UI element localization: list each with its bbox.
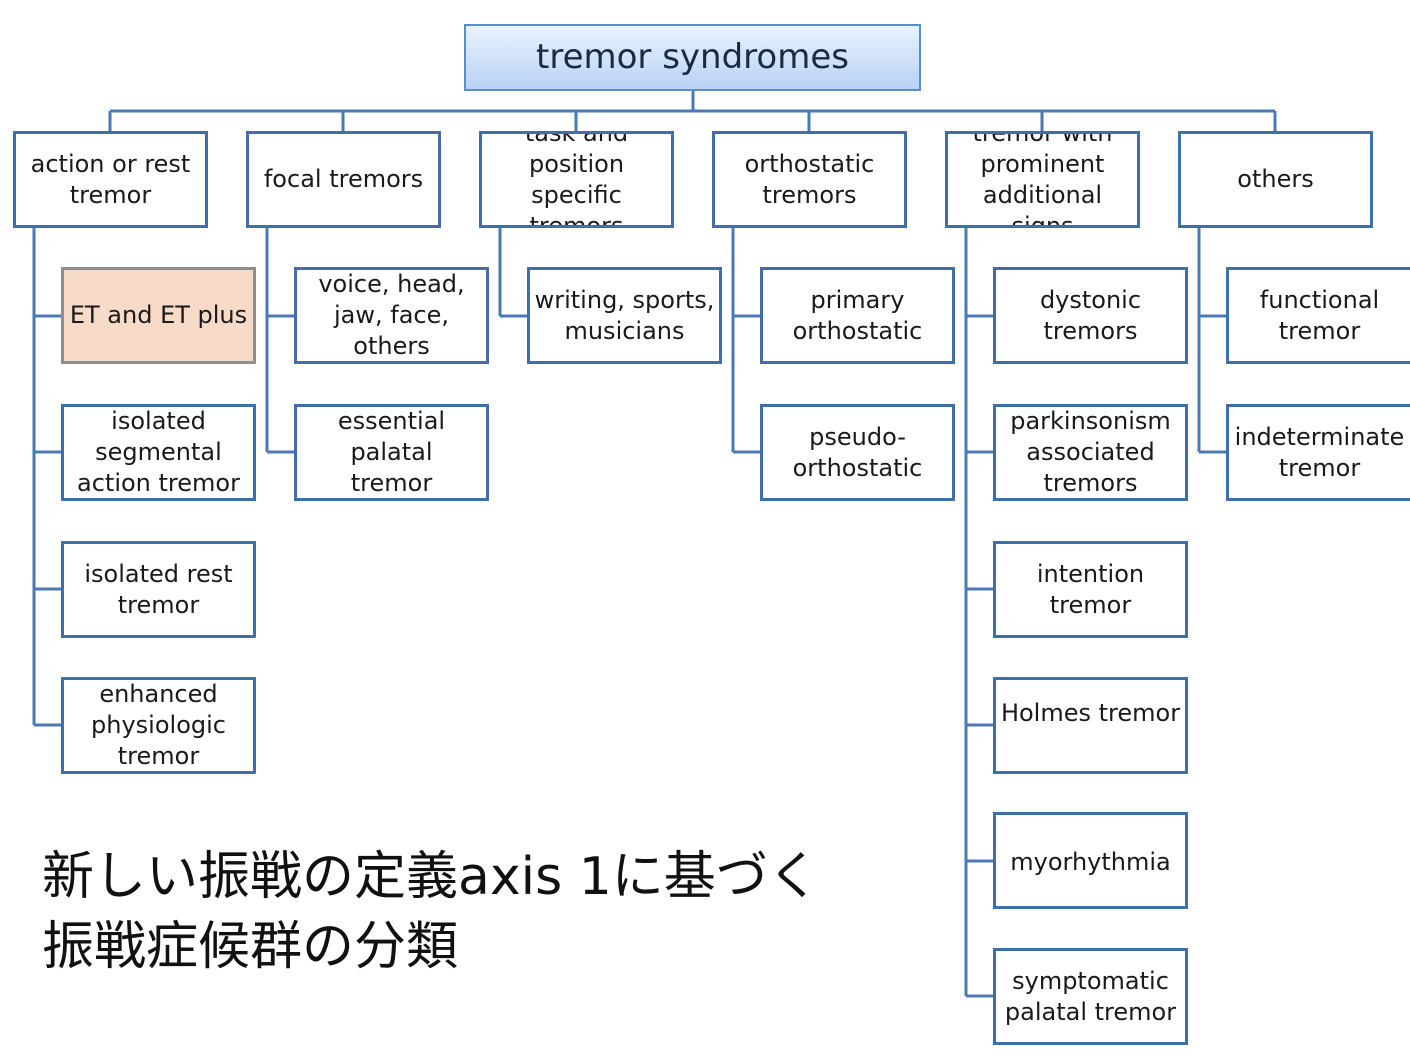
- node-label: writing, sports, musicians: [534, 285, 715, 345]
- category-focal-tremors: focal tremors: [246, 131, 441, 228]
- node-essential-palatal-tremor: essential palatal tremor: [294, 404, 489, 501]
- node-label: myorhythmia: [1010, 848, 1171, 876]
- node-writing-sports-musicians: writing, sports, musicians: [527, 267, 722, 364]
- node-isolated-segmental-action-tremor: isolated segmental action tremor: [61, 404, 256, 501]
- node-label: intention tremor: [1036, 559, 1145, 619]
- node-parkinsonism-associated-tremors: parkinsonism associated tremors: [993, 404, 1188, 501]
- category-label: task and position specific tremors: [524, 131, 629, 228]
- category-task-position-specific: task and position specific tremors: [479, 131, 674, 228]
- category-label: others: [1237, 165, 1314, 193]
- node-label: parkinsonism associated tremors: [1010, 407, 1171, 497]
- node-label: primary orthostatic: [792, 285, 923, 345]
- node-myorhythmia: myorhythmia: [993, 812, 1188, 909]
- category-label: action or rest tremor: [30, 149, 191, 209]
- category-others: others: [1178, 131, 1373, 228]
- category-action-or-rest-tremor: action or rest tremor: [13, 131, 208, 228]
- node-label: pseudo- orthostatic: [792, 422, 923, 482]
- japanese-caption: 新しい振戦の定義axis 1に基づく 振戦症候群の分類: [42, 847, 820, 977]
- node-label: functional tremor: [1259, 285, 1380, 345]
- node-symptomatic-palatal-tremor: symptomatic palatal tremor: [993, 948, 1188, 1045]
- node-holmes-tremor: Holmes tremor: [993, 677, 1188, 774]
- root-node-tremor-syndromes: tremor syndromes: [464, 24, 921, 91]
- node-label: ET and ET plus: [69, 301, 248, 329]
- node-label: dystonic tremors: [1039, 285, 1142, 345]
- node-intention-tremor: intention tremor: [993, 541, 1188, 638]
- node-indeterminate-tremor: indeterminate tremor: [1226, 404, 1410, 501]
- category-label: orthostatic tremors: [744, 149, 875, 209]
- category-label: focal tremors: [263, 165, 424, 193]
- node-enhanced-physiologic-tremor: enhanced physiologic tremor: [61, 677, 256, 774]
- node-label: indeterminate tremor: [1234, 422, 1405, 482]
- node-label: symptomatic palatal tremor: [1004, 966, 1177, 1026]
- node-label: Holmes tremor: [1000, 699, 1181, 727]
- category-label: tremor with prominent additional signs: [972, 131, 1113, 228]
- node-primary-orthostatic: primary orthostatic: [760, 267, 955, 364]
- node-isolated-rest-tremor: isolated rest tremor: [61, 541, 256, 638]
- node-label: isolated segmental action tremor: [77, 407, 240, 497]
- node-functional-tremor: functional tremor: [1226, 267, 1410, 364]
- category-orthostatic-tremors: orthostatic tremors: [712, 131, 907, 228]
- node-dystonic-tremors: dystonic tremors: [993, 267, 1188, 364]
- node-label: isolated rest tremor: [84, 559, 233, 619]
- node-pseudo-orthostatic: pseudo- orthostatic: [760, 404, 955, 501]
- category-prominent-additional-signs: tremor with prominent additional signs: [945, 131, 1140, 228]
- node-label: voice, head, jaw, face, others: [318, 270, 465, 360]
- root-node-label: tremor syndromes: [536, 37, 849, 77]
- node-et-and-et-plus: ET and ET plus: [61, 267, 256, 364]
- node-label: essential palatal tremor: [337, 407, 446, 497]
- node-label: enhanced physiologic tremor: [91, 680, 226, 770]
- node-voice-head-jaw-face: voice, head, jaw, face, others: [294, 267, 489, 364]
